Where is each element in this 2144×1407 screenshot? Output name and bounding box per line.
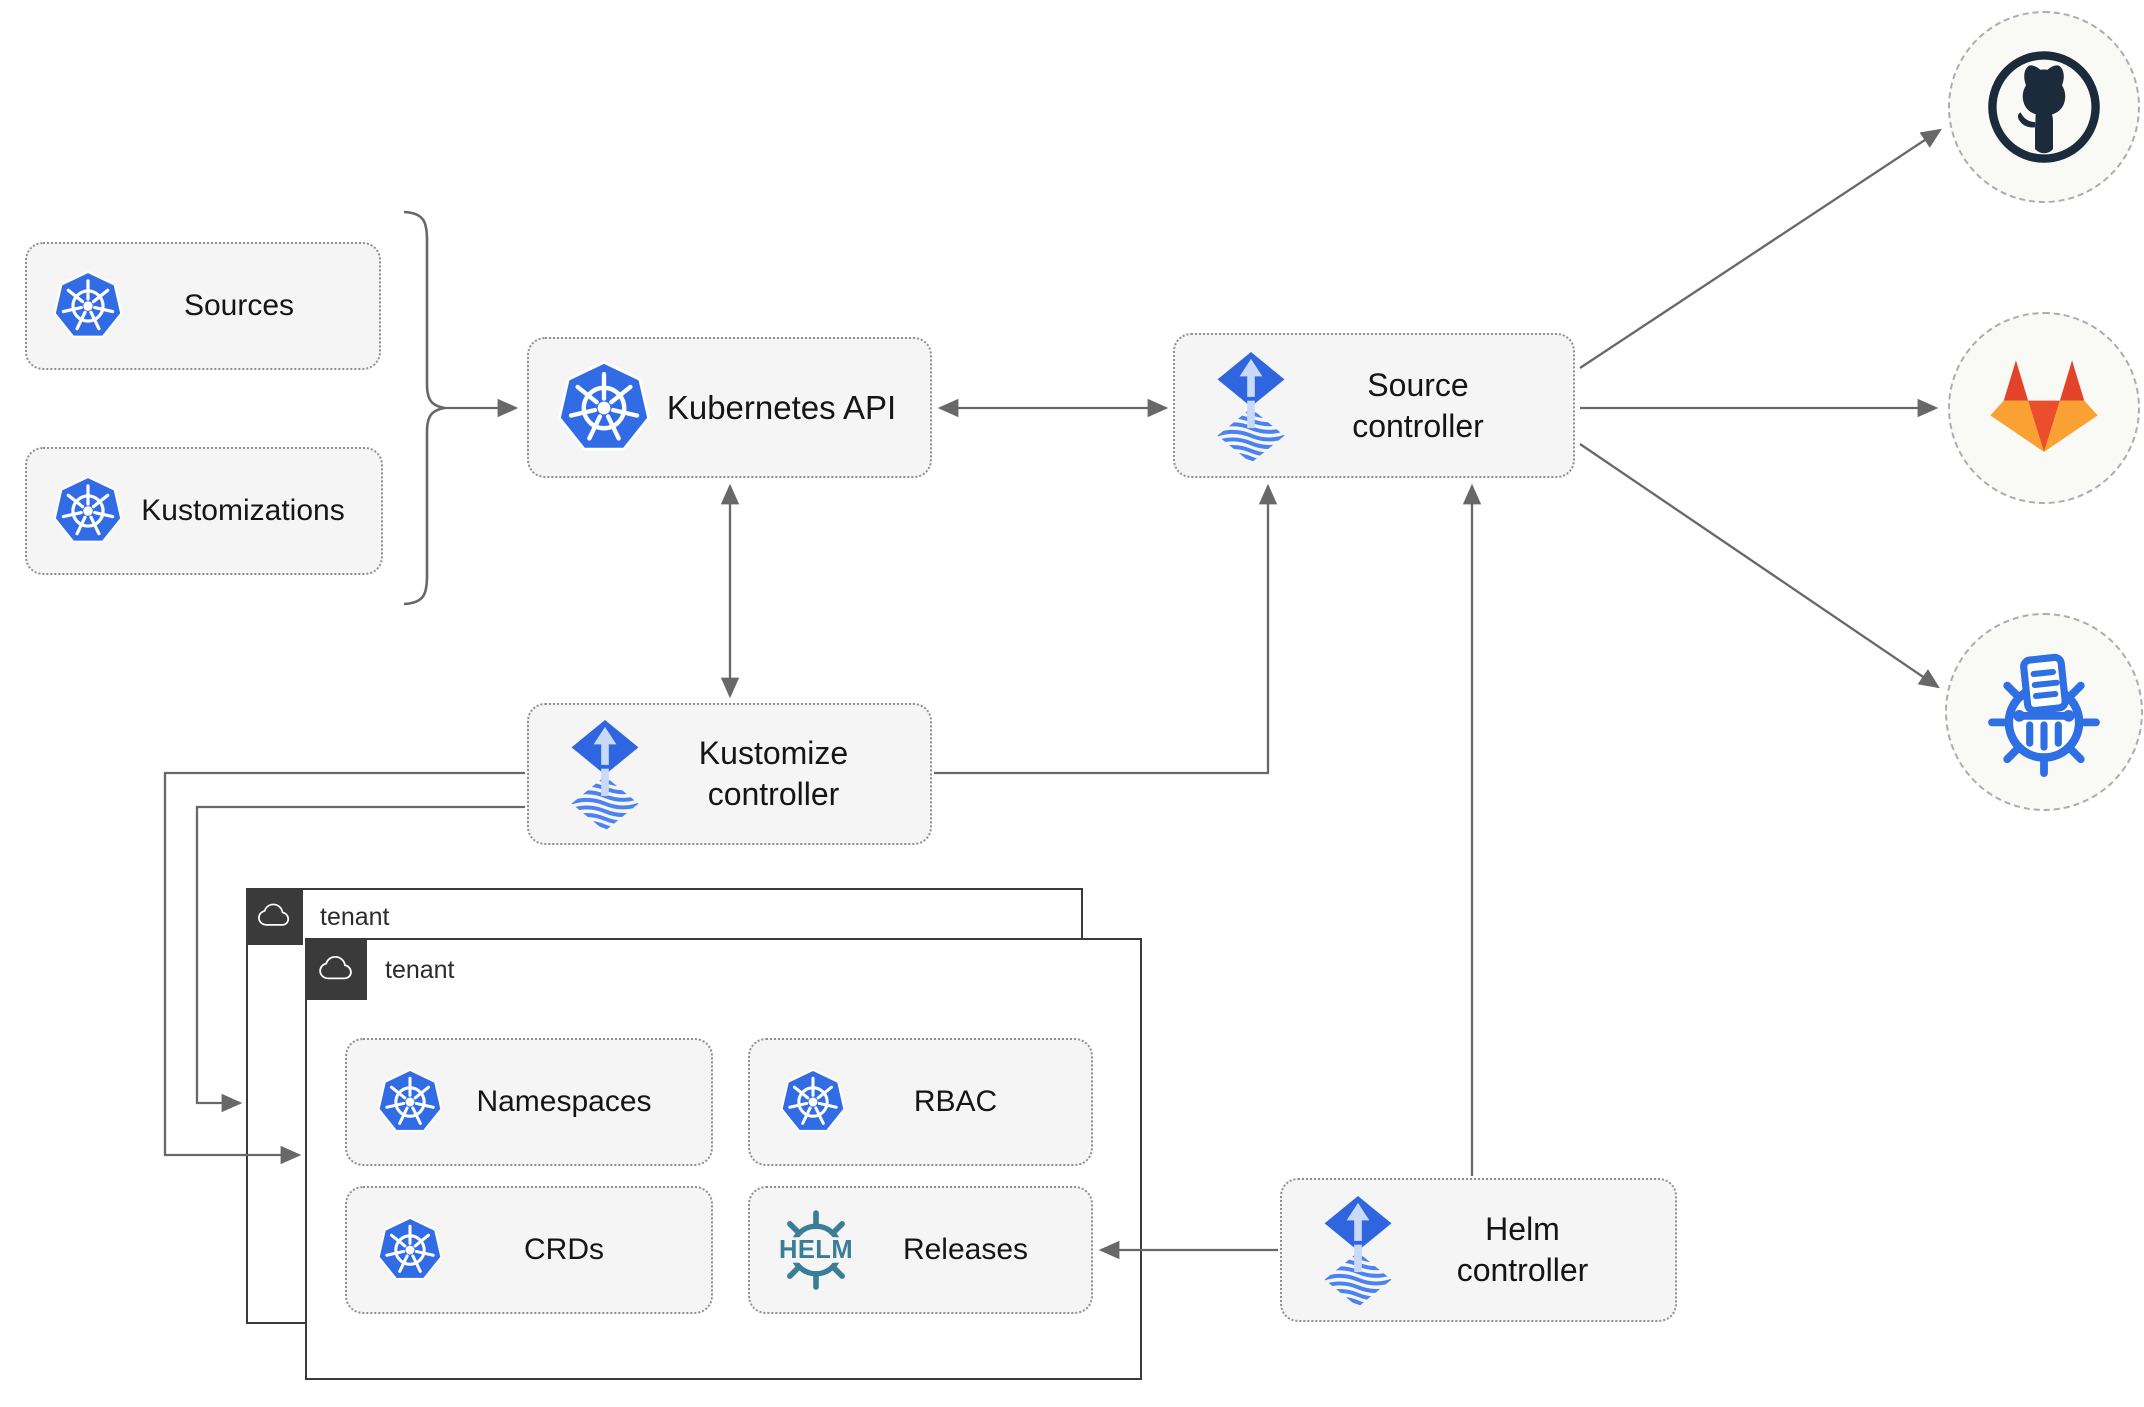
node-label-line1: Helm bbox=[1485, 1211, 1560, 1248]
node-label: Namespaces bbox=[476, 1085, 652, 1118]
gitlab-icon bbox=[1983, 347, 2105, 469]
node-rbac: RBAC bbox=[748, 1038, 1093, 1166]
node-kustomize-controller: Kustomize controller bbox=[527, 703, 932, 845]
node-label: Helm controller bbox=[1396, 1209, 1649, 1291]
tenant-tab bbox=[245, 887, 303, 945]
node-label: RBAC bbox=[913, 1085, 998, 1118]
node-kubernetes-api: Kubernetes API bbox=[527, 337, 932, 478]
endpoint-gitlab bbox=[1948, 312, 2140, 504]
node-label: Kustomize controller bbox=[643, 733, 904, 815]
node-releases: Releases bbox=[748, 1186, 1093, 1314]
node-label-line1: Kustomize bbox=[698, 735, 849, 772]
node-namespaces: Namespaces bbox=[345, 1038, 713, 1166]
tenant-label: tenant bbox=[385, 956, 455, 984]
node-label: Source controller bbox=[1289, 365, 1547, 447]
node-crds: CRDs bbox=[345, 1186, 713, 1314]
tenant-tab bbox=[304, 937, 367, 1000]
node-label-line2: controller bbox=[1456, 1252, 1589, 1288]
node-label: Kustomizations bbox=[141, 494, 345, 527]
kubernetes-icon bbox=[377, 1069, 443, 1135]
helm-repository-icon bbox=[1979, 647, 2109, 777]
endpoint-github bbox=[1948, 11, 2140, 203]
node-label: Kubernetes API bbox=[666, 388, 897, 426]
tenant-label: tenant bbox=[320, 903, 390, 931]
node-label: Sources bbox=[183, 289, 295, 322]
flux-icon bbox=[1320, 1193, 1396, 1307]
flux-icon bbox=[567, 717, 643, 831]
node-sources: Sources bbox=[25, 242, 381, 370]
edge-source-github bbox=[1579, 128, 1942, 369]
kubernetes-icon bbox=[53, 476, 123, 546]
node-helm-controller: Helm controller bbox=[1280, 1178, 1677, 1322]
github-icon bbox=[1984, 47, 2104, 167]
node-label: Releases bbox=[902, 1233, 1029, 1266]
node-label: CRDs bbox=[524, 1233, 604, 1266]
kubernetes-icon bbox=[377, 1217, 443, 1283]
helm-logo-icon bbox=[772, 1206, 860, 1294]
node-label-line2: controller bbox=[707, 776, 840, 812]
node-source-controller: Source controller bbox=[1173, 333, 1575, 478]
edge-source-helmrepo bbox=[1579, 443, 1940, 689]
flux-icon bbox=[1213, 349, 1289, 463]
node-label-line1: Source bbox=[1367, 366, 1469, 403]
cloud-icon bbox=[254, 898, 294, 934]
endpoint-helm-repository bbox=[1945, 613, 2143, 811]
edge-kustomize-source bbox=[934, 483, 1278, 775]
kubernetes-icon bbox=[557, 361, 651, 455]
cloud-icon bbox=[315, 950, 357, 988]
kubernetes-icon bbox=[780, 1069, 846, 1135]
edge-brace-group bbox=[403, 210, 446, 606]
kubernetes-icon bbox=[53, 271, 123, 341]
node-kustomizations: Kustomizations bbox=[25, 447, 383, 575]
node-label-line2: controller bbox=[1352, 407, 1484, 444]
